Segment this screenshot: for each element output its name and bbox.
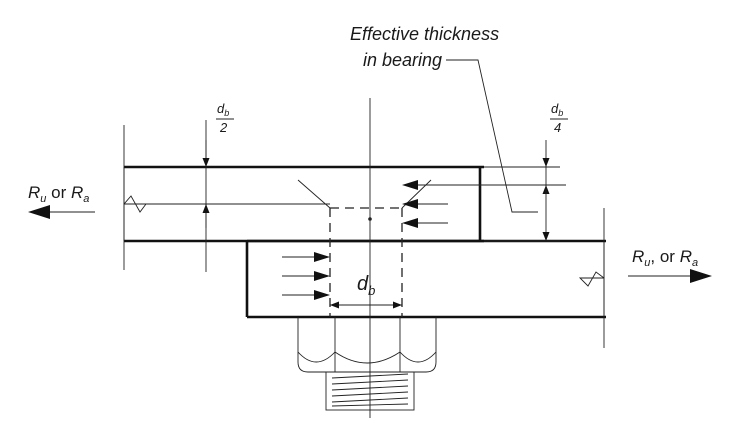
effective-thickness-callout: Effective thickness in bearing [350,24,538,213]
half-db-dimension: db 2 [146,101,330,272]
right-load: Ru, or Ra [628,247,712,283]
bolt-thread [325,371,415,411]
top-plate [123,125,484,270]
quarter-db-denominator: 4 [554,120,561,135]
left-load-label: Ru or Ra [28,183,89,205]
db-label: db [357,273,375,298]
bearing-arrows-top [402,180,448,228]
nut [297,317,437,373]
left-load: Ru or Ra [28,183,95,219]
effective-thickness-label-2: in bearing [363,50,442,70]
quarter-db-label: db [551,101,563,118]
bearing-arrows-bottom [282,252,330,300]
db-dimension: db [330,273,402,309]
half-db-denominator: 2 [219,120,228,135]
quarter-db-dimension: db 4 [430,101,568,242]
right-load-label: Ru, or Ra [632,247,698,269]
effective-thickness-label-1: Effective thickness [350,24,499,44]
bottom-plate [245,208,606,348]
half-db-label: db [217,101,229,118]
